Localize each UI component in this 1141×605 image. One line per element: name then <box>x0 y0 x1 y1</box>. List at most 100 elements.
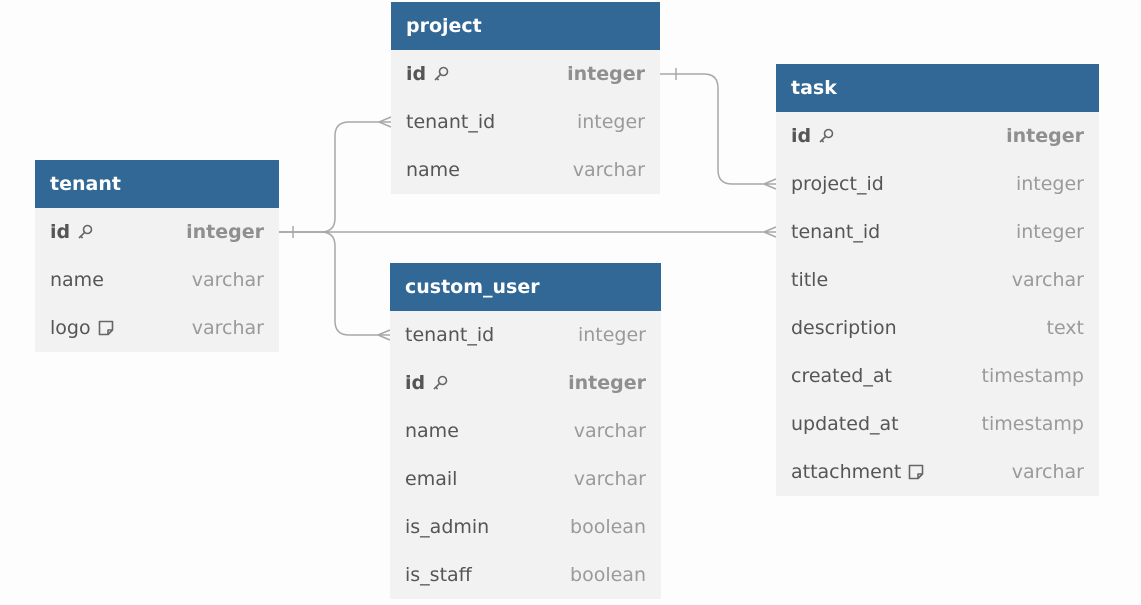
many-marker[interactable] <box>763 226 777 238</box>
field-name-text: attachment <box>791 461 902 483</box>
field-row[interactable]: updated_at timestamp <box>776 400 1099 448</box>
field-type: varchar <box>1011 461 1084 483</box>
field-row[interactable]: is_admin boolean <box>390 503 661 551</box>
table-header[interactable]: custom_user <box>390 263 661 311</box>
many-marker[interactable] <box>763 178 777 190</box>
field-name-text: is_admin <box>405 516 490 538</box>
field-name-text: name <box>405 420 459 442</box>
field-type: varchar <box>572 159 645 181</box>
field-name-text: created_at <box>791 365 892 387</box>
field-name: id <box>406 63 450 85</box>
field-name-text: email <box>405 468 458 490</box>
field-row[interactable]: id integer <box>391 50 660 98</box>
table-header[interactable]: task <box>776 64 1099 112</box>
many-marker[interactable] <box>377 329 391 341</box>
field-name-text: tenant_id <box>791 221 881 243</box>
field-type: integer <box>1006 125 1084 147</box>
field-name-text: is_staff <box>405 564 472 586</box>
field-name: description <box>791 317 897 339</box>
field-name-text: tenant_id <box>406 111 496 133</box>
note-icon <box>907 463 925 481</box>
field-type: timestamp <box>981 413 1085 435</box>
field-name: name <box>406 159 460 181</box>
field-name-text: logo <box>50 317 91 339</box>
field-name: is_admin <box>405 516 489 538</box>
field-row[interactable]: id integer <box>390 359 661 407</box>
field-name-text: tenant_id <box>405 324 495 346</box>
field-row[interactable]: title varchar <box>776 256 1099 304</box>
relation-tenant-custom-user[interactable] <box>279 231 390 336</box>
field-row[interactable]: is_staff boolean <box>390 551 661 599</box>
field-type: integer <box>567 63 645 85</box>
relation-tenant-project[interactable] <box>279 121 391 233</box>
field-type: boolean <box>570 564 646 586</box>
field-name: title <box>791 269 828 291</box>
field-type: varchar <box>573 420 646 442</box>
field-name-text: name <box>50 269 104 291</box>
field-name: created_at <box>791 365 892 387</box>
field-name-text: id <box>791 125 812 147</box>
field-name: is_staff <box>405 564 472 586</box>
field-name-text: id <box>405 372 426 394</box>
field-name: id <box>50 221 94 243</box>
field-row[interactable]: created_at timestamp <box>776 352 1099 400</box>
field-type: integer <box>1015 221 1084 243</box>
field-name: updated_at <box>791 413 899 435</box>
field-name: logo <box>50 317 115 339</box>
table-header[interactable]: tenant <box>35 160 279 208</box>
field-name: id <box>405 372 449 394</box>
field-name: name <box>50 269 104 291</box>
field-type: varchar <box>191 317 264 339</box>
field-name: email <box>405 468 457 490</box>
field-name-text: title <box>791 269 829 291</box>
key-icon <box>817 127 835 145</box>
field-name-text: id <box>406 63 427 85</box>
many-marker[interactable] <box>378 116 392 128</box>
field-name-text: id <box>50 221 71 243</box>
field-row[interactable]: project_id integer <box>776 160 1099 208</box>
field-name: attachment <box>791 461 925 483</box>
field-type: integer <box>1015 173 1084 195</box>
field-row[interactable]: attachment varchar <box>776 448 1099 496</box>
field-name: project_id <box>791 173 884 195</box>
field-name: tenant_id <box>791 221 880 243</box>
field-name-text: project_id <box>791 173 884 195</box>
field-name: tenant_id <box>406 111 495 133</box>
field-type: text <box>1046 317 1085 339</box>
field-row[interactable]: name varchar <box>35 256 279 304</box>
field-type: varchar <box>1011 269 1084 291</box>
relation-project-task[interactable] <box>660 73 776 185</box>
field-type: integer <box>568 372 646 394</box>
field-type: integer <box>577 324 646 346</box>
field-row[interactable]: tenant_id integer <box>776 208 1099 256</box>
field-type: timestamp <box>981 365 1085 387</box>
key-icon <box>431 374 449 392</box>
key-icon <box>76 223 94 241</box>
field-row[interactable]: id integer <box>776 112 1099 160</box>
field-name: tenant_id <box>405 324 494 346</box>
field-row[interactable]: name varchar <box>391 146 660 194</box>
table-header[interactable]: project <box>391 2 660 50</box>
field-row[interactable]: name varchar <box>390 407 661 455</box>
field-name-text: description <box>791 317 897 339</box>
field-name: id <box>791 125 835 147</box>
field-row[interactable]: description text <box>776 304 1099 352</box>
field-row[interactable]: logo varchar <box>35 304 279 352</box>
note-icon <box>97 319 115 337</box>
field-name-text: updated_at <box>791 413 899 435</box>
field-name-text: name <box>406 159 460 181</box>
field-row[interactable]: tenant_id integer <box>390 311 661 359</box>
field-name: name <box>405 420 459 442</box>
field-type: varchar <box>191 269 264 291</box>
key-icon <box>432 65 450 83</box>
field-type: boolean <box>570 516 646 538</box>
